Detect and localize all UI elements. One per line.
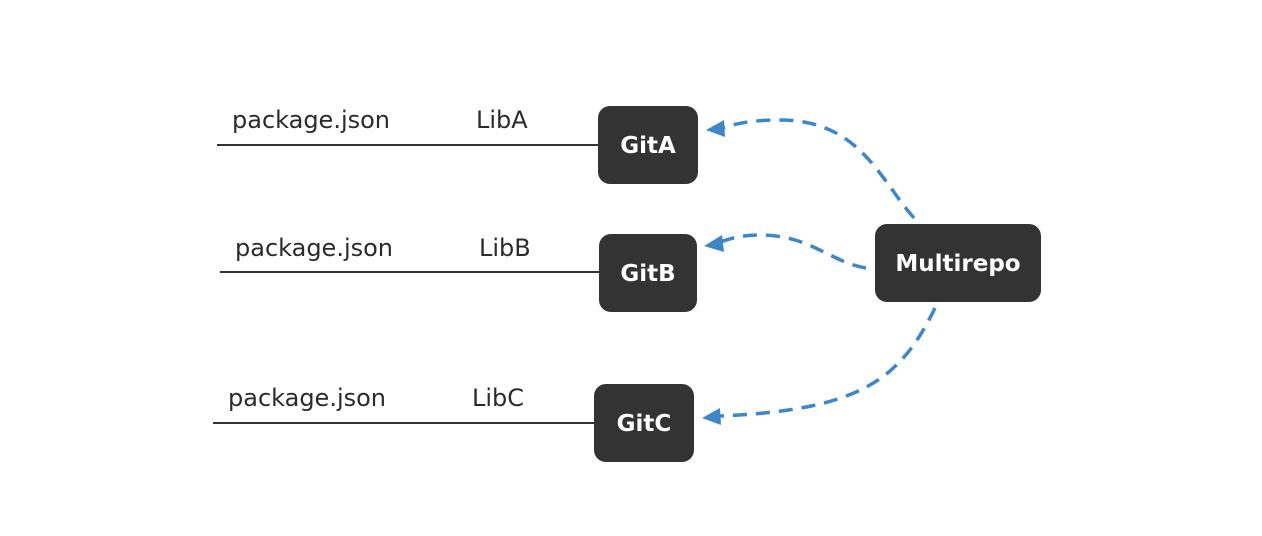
multirepo-box	[875, 224, 1041, 302]
row-c: package.json LibC GitC	[213, 384, 694, 462]
multirepo-label: Multirepo	[895, 251, 1020, 277]
git-b-node: GitB	[599, 234, 697, 312]
row-b-lib-label: LibB	[479, 234, 531, 262]
git-c-box	[594, 384, 694, 462]
git-a-label: GitA	[620, 133, 676, 159]
arrow-to-git-a	[706, 118, 916, 220]
git-b-box	[599, 234, 697, 312]
row-b-file-label: package.json	[235, 234, 393, 262]
arrow-to-git-c-head	[702, 408, 721, 425]
row-c-file-label: package.json	[228, 384, 386, 412]
row-a-lib-label: LibA	[476, 106, 528, 134]
multirepo-node: Multirepo	[875, 224, 1041, 302]
arrow-to-git-b-head	[704, 235, 724, 252]
arrow-to-git-b-line	[719, 233, 867, 270]
arrow-to-git-b	[704, 233, 867, 270]
arrow-to-git-c	[702, 307, 937, 425]
row-a-file-label: package.json	[232, 106, 390, 134]
arrow-to-git-a-line	[721, 118, 916, 220]
row-b: package.json LibB GitB	[220, 234, 697, 312]
arrow-to-git-c-line	[719, 307, 937, 418]
git-c-node: GitC	[594, 384, 694, 462]
git-c-label: GitC	[617, 411, 672, 437]
row-a: package.json LibA GitA	[217, 106, 698, 184]
git-a-node: GitA	[598, 106, 698, 184]
arrow-to-git-a-head	[706, 120, 725, 137]
git-b-label: GitB	[620, 261, 675, 287]
git-a-box	[598, 106, 698, 184]
row-c-lib-label: LibC	[472, 384, 524, 412]
